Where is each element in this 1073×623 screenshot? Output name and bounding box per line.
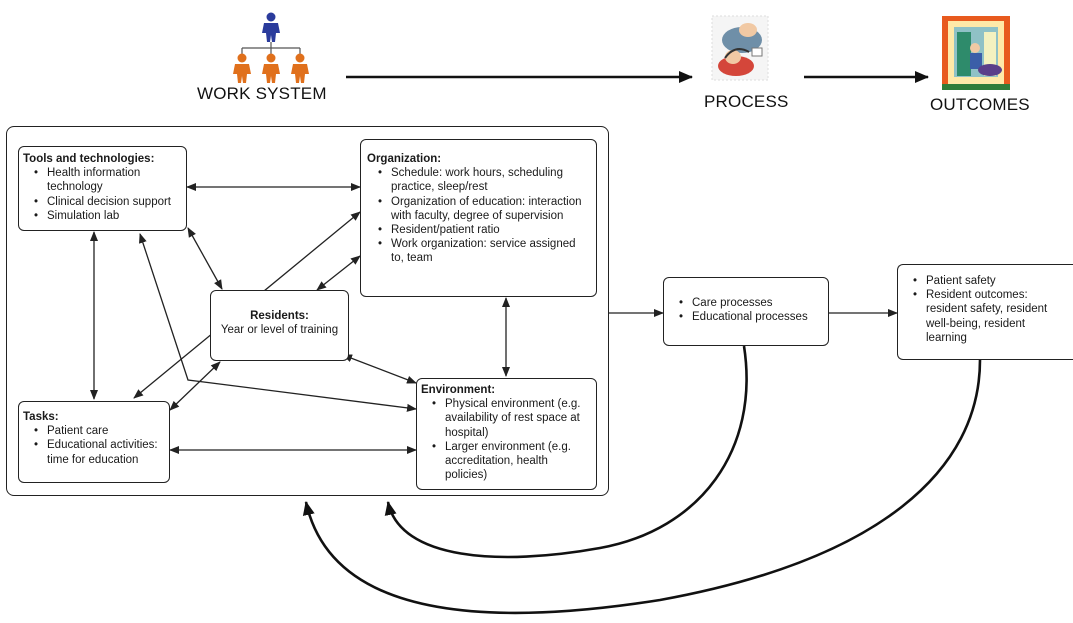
- list-item: Educational processes: [679, 310, 824, 324]
- tools-list: Health information technology Clinical d…: [23, 166, 182, 223]
- work-system-label: WORK SYSTEM: [197, 84, 327, 103]
- residents-title: Residents:: [250, 310, 309, 322]
- list-item: Simulation lab: [34, 209, 182, 223]
- environment-list: Physical environment (e.g. availability …: [421, 397, 592, 482]
- org-chart-people-icon: [233, 12, 309, 83]
- list-item: Resident/patient ratio: [378, 223, 590, 237]
- work-system-connectors: [90, 183, 898, 454]
- organization-list: Schedule: work hours, scheduling practic…: [367, 166, 590, 265]
- list-item: Educational activities: time for educati…: [34, 438, 165, 466]
- list-item: Patient safety: [913, 274, 1069, 288]
- feedback-process-to-work-system: [384, 345, 748, 559]
- tools-title: Tools and technologies:: [23, 153, 155, 165]
- list-item: Physical environment (e.g. availability …: [432, 397, 592, 440]
- list-item: Schedule: work hours, scheduling practic…: [378, 166, 590, 194]
- list-item: Work organization: service assigned to, …: [378, 237, 590, 265]
- outcomes-box: Patient safety Resident outcomes: reside…: [897, 264, 1073, 360]
- list-item: Care processes: [679, 296, 824, 310]
- tools-technologies-box: Tools and technologies: Health informati…: [18, 146, 187, 231]
- organization-title: Organization:: [367, 153, 442, 165]
- list-item: Resident outcomes: resident safety, resi…: [913, 288, 1069, 345]
- process-label: PROCESS: [704, 92, 789, 111]
- outcomes-label: OUTCOMES: [930, 95, 1030, 114]
- outcomes-clipart-icon: [942, 16, 1010, 90]
- outcomes-list: Patient safety Resident outcomes: reside…: [902, 274, 1069, 345]
- residents-subtitle: Year or level of training: [220, 324, 339, 337]
- organization-box: Organization: Schedule: work hours, sche…: [360, 139, 597, 297]
- work-system-frame: [6, 126, 609, 496]
- environment-title: Environment:: [421, 384, 496, 396]
- process-clipart-icon: [711, 15, 769, 81]
- process-list: Care processes Educational processes: [668, 296, 824, 325]
- list-item: Clinical decision support: [34, 195, 182, 209]
- tasks-box: Tasks: Patient care Educational activiti…: [18, 401, 170, 483]
- tasks-list: Patient care Educational activities: tim…: [23, 424, 165, 467]
- residents-box: Residents: Year or level of training: [210, 290, 349, 361]
- feedback-outcomes-to-work-system: [302, 359, 982, 615]
- list-item: Health information technology: [34, 166, 182, 194]
- list-item: Larger environment (e.g. accreditation, …: [432, 440, 592, 483]
- tasks-title: Tasks:: [23, 411, 59, 423]
- list-item: Patient care: [34, 424, 165, 438]
- list-item: Organization of education: interaction w…: [378, 195, 590, 223]
- process-box: Care processes Educational processes: [663, 277, 829, 346]
- environment-box: Environment: Physical environment (e.g. …: [416, 378, 597, 490]
- feedback-loops: [302, 345, 982, 615]
